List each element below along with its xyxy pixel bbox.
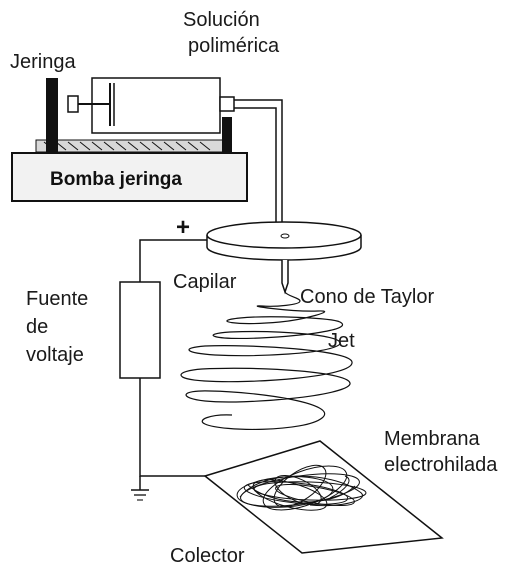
jet-spiral bbox=[180, 291, 353, 430]
ground-icon bbox=[131, 476, 149, 501]
capillary-needle bbox=[281, 260, 289, 295]
syringe-label: Jeringa bbox=[10, 51, 76, 73]
voltage-source bbox=[119, 281, 161, 379]
jet-label: Jet bbox=[328, 330, 355, 352]
taylor-cone-label: Cono de Taylor bbox=[300, 286, 435, 308]
syringe bbox=[67, 77, 235, 134]
wire-top bbox=[139, 239, 207, 282]
polymer-solution-label-2: polimérica bbox=[188, 35, 280, 57]
collector-label: Colector bbox=[170, 545, 245, 567]
capillary-label: Capilar bbox=[173, 271, 237, 293]
feed-tube bbox=[234, 99, 283, 236]
membrane-label-2: electrohilada bbox=[384, 454, 498, 476]
membrane-label-1: Membrana bbox=[384, 428, 480, 450]
polymer-solution-label-1: Solución bbox=[183, 9, 260, 31]
plus-sign: + bbox=[176, 214, 190, 241]
syringe-pump-label: Bomba jeringa bbox=[50, 169, 182, 190]
electrode-disk bbox=[206, 221, 362, 261]
voltage-source-label-3: voltaje bbox=[26, 344, 84, 366]
voltage-source-label-2: de bbox=[26, 316, 48, 338]
electrospun-membrane bbox=[236, 464, 367, 511]
pump-holder-block bbox=[222, 117, 232, 153]
pump-pusher-block bbox=[46, 78, 58, 153]
voltage-source-label-1: Fuente bbox=[26, 288, 88, 310]
wire-bottom bbox=[139, 378, 205, 477]
collector-plate bbox=[203, 440, 444, 554]
syringe-pump-base bbox=[11, 152, 248, 202]
screw-rail bbox=[35, 139, 227, 153]
